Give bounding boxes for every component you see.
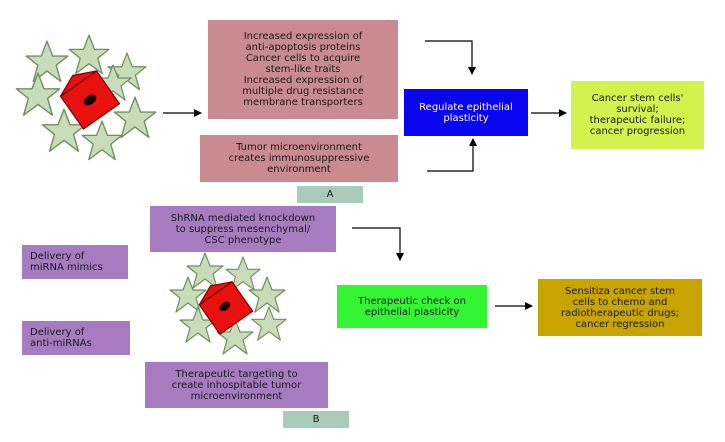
shrna-knockdown-box: ShRNA mediated knockdown to suppress mes… (150, 206, 336, 252)
panel-b-label: B (283, 411, 349, 428)
tumor-microenvironment-box: Tumor microenvironment creates immunosup… (200, 135, 398, 182)
anti-mirnas-box: Delivery of anti-miRNAs (22, 321, 130, 355)
regulate-epithelial-plasticity-box: Regulate epithelial plasticity (404, 89, 528, 136)
cancer-regression-outcome-box: Sensitiza cancer stem cells to chemo and… (538, 279, 702, 336)
cancer-progression-outcome-box: Cancer stem cells' survival; therapeutic… (571, 81, 704, 149)
panel-a-label: A (297, 186, 363, 203)
tumor-cell-cluster-icon (169, 252, 287, 355)
tumor-cell-cluster-icon (15, 34, 157, 161)
mirna-mimics-box: Delivery of miRNA mimics (22, 245, 128, 279)
therapeutic-targeting-box: Therapeutic targeting to create inhospit… (145, 362, 328, 408)
arrows-panel-b (352, 227, 533, 310)
therapeutic-check-box: Therapeutic check on epithelial plastici… (337, 285, 487, 328)
drug-resistance-mechanisms-box: Increased expression of anti-apoptosis p… (208, 20, 398, 119)
arrows-panel-a (163, 40, 567, 172)
